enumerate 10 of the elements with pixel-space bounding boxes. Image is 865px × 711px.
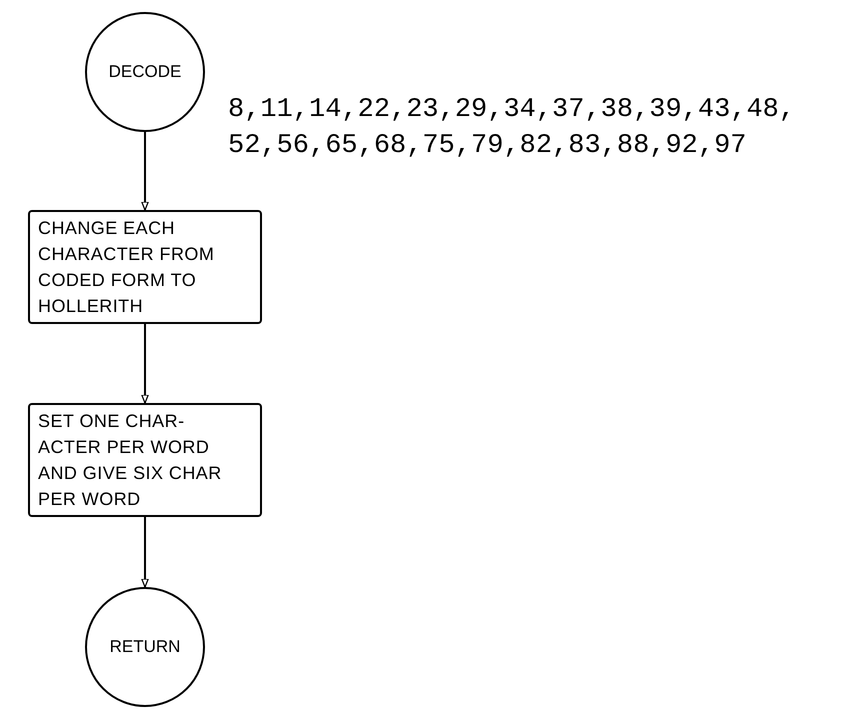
node-label: DECODE — [108, 61, 182, 83]
process-box — [28, 403, 262, 517]
reference-numbers: 8,11,14,22,23,29,34,37,38,39,43,48, 52,56,65,68,75,79,82,83,88,92,97 — [228, 94, 796, 163]
arrow — [141, 324, 149, 404]
process-box — [28, 210, 262, 324]
node-label: RETURN — [110, 636, 180, 658]
arrow — [141, 132, 149, 211]
node-label: CHANGE EACH CHARACTER FROM CODED FORM TO HOLLERITH — [38, 217, 216, 318]
arrow — [141, 517, 149, 588]
node-label: SET ONE CHAR- ACTER PER WORD AND GIVE SIX CHAR PER WORD — [38, 410, 223, 511]
